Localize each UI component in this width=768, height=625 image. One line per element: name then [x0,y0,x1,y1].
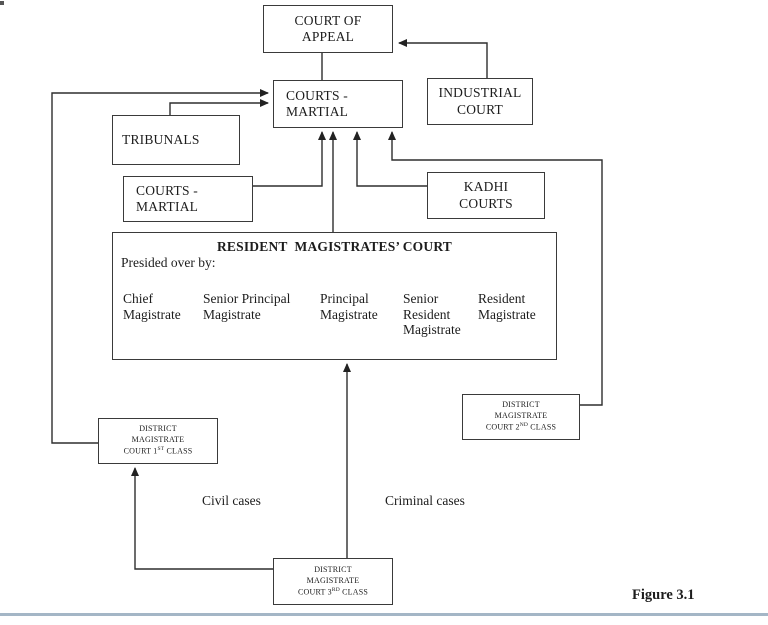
district-2nd-line3-end: CLASS [528,422,557,432]
district-3rd-line1: DISTRICT [314,564,352,574]
connector-district3-to-district1 [131,467,273,570]
presider-senior-principal-magistrate: Senior Principal Magistrate [203,291,291,322]
industrial-court-label: INDUSTRIAL COURT [438,85,522,117]
district-1st-line1: DISTRICT [139,424,177,434]
district-2nd-ordinal: ND [519,422,529,429]
criminal-cases-label: Criminal cases [385,493,465,508]
connector-kadhi-to-courtsmartial [353,131,427,187]
district-3rd-line3: COURT 3 [297,587,332,597]
presided-over-by-label: Presided over by: [121,255,216,270]
district-2nd-line3: COURT 2 [485,422,520,432]
courts-martial-top-box: COURTS - MARTIAL [273,80,403,128]
kadhi-courts-label: KADHI COURTS [459,179,513,211]
courts-martial-left-box: COURTS - MARTIAL [123,176,253,222]
connector-courtsmartial2-to-courtsmartial [253,131,326,187]
district-1st-line3: COURT 1 [123,446,158,456]
district-1st-line3-end: CLASS [164,446,193,456]
scan-artifact-mark [0,1,4,5]
tribunals-label: TRIBUNALS [122,131,200,147]
district-2nd-line1: DISTRICT [502,400,540,410]
presider-chief-magistrate: Chief Magistrate [123,291,181,322]
kadhi-courts-box: KADHI COURTS [427,172,545,219]
district-1st-ordinal: ST [157,446,165,453]
tribunals-box: TRIBUNALS [112,115,240,165]
resident-magistrates-court-box: RESIDENT MAGISTRATES’ COURT Presided ove… [112,232,557,360]
connector-industrial-to-appeal [398,39,488,78]
resident-magistrates-court-title: RESIDENT MAGISTRATES’ COURT [216,239,453,254]
district-2nd-line2: MAGISTRATE [494,411,548,421]
district-3rd-line2: MAGISTRATE [306,575,360,585]
district-3rd-line3-end: CLASS [339,587,369,597]
courts-martial-top-label: COURTS - MARTIAL [286,87,349,119]
presider-senior-resident-magistrate: Senior Resident Magistrate [403,291,461,338]
court-of-appeal-box: COURT OF APPEAL [263,5,393,53]
figure-caption: Figure 3.1 [632,587,695,603]
industrial-court-box: INDUSTRIAL COURT [427,78,533,125]
connector-tribunals-to-courtsmartial [169,99,269,115]
court-of-appeal-label: COURT OF APPEAL [294,12,362,44]
courts-martial-left-label: COURTS - MARTIAL [136,182,199,214]
presider-resident-magistrate: Resident Magistrate [478,291,536,322]
presider-principal-magistrate: Principal Magistrate [320,291,378,322]
district-3rd-ordinal: RD [331,586,340,593]
civil-cases-label: Civil cases [202,493,261,508]
district-1st-line2: MAGISTRATE [131,435,185,445]
bottom-page-rule [0,613,768,616]
